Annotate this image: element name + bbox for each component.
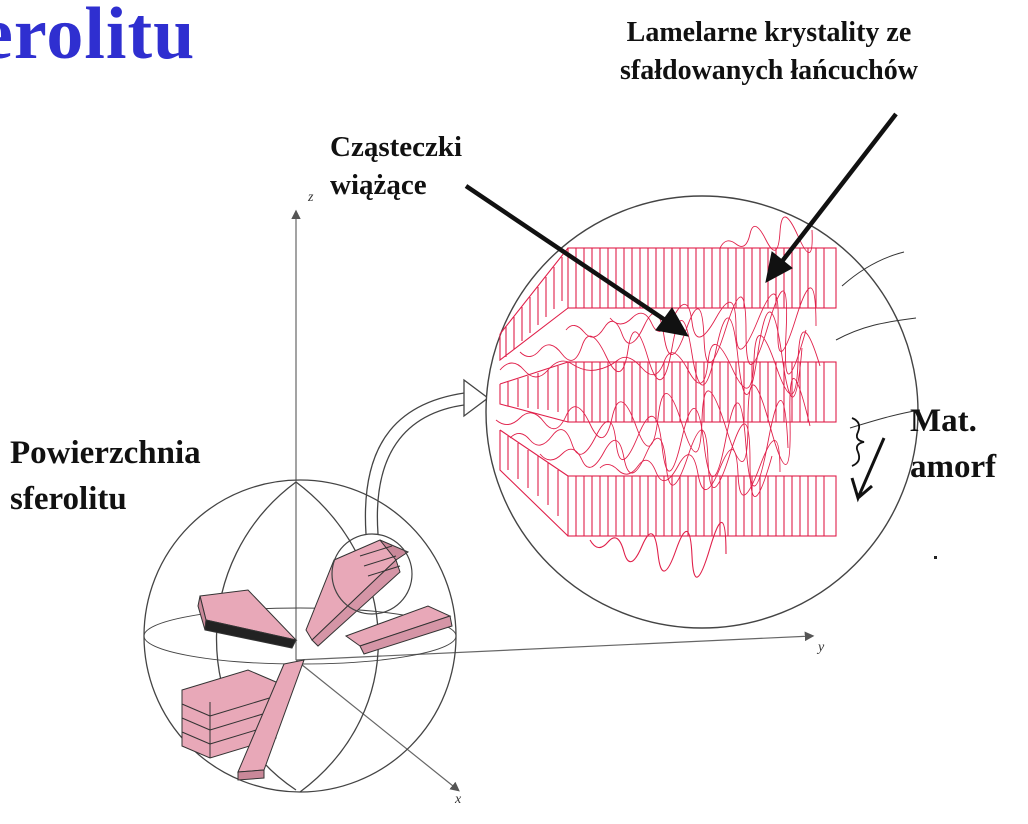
y-axis-label: y [818, 640, 824, 656]
tie-label-line1: Cząsteczki [330, 128, 462, 166]
amorphous-material-label: Mat. amorf [910, 398, 996, 490]
x-axis [296, 660, 458, 790]
surface-label-line1: Powierzchnia [10, 430, 201, 476]
tie-molecules-label: Cząsteczki wiążące [330, 128, 462, 204]
surface-label-line2: sferolitu [10, 476, 201, 522]
amorph-label-line1: Mat. [910, 398, 996, 444]
lamellar-label-line2: sfałdowanych łańcuchów [620, 52, 918, 90]
lamellar-label-line1: Lamelarne krystality ze [620, 14, 918, 52]
tie-label-line2: wiążące [330, 166, 462, 204]
amorph-label-line2: amorf [910, 444, 996, 490]
zoom-arrow [365, 380, 488, 534]
magnified-view [486, 196, 920, 628]
spherulite-surface-label: Powierzchnia sferolitu [10, 430, 201, 522]
lamellar-crystallites-label: Lamelarne krystality ze sfałdowanych łań… [620, 14, 918, 90]
x-axis-label: x [455, 792, 461, 808]
page-title: erolitu [0, 0, 195, 77]
lamellar-arrow [780, 114, 896, 264]
stray-dot [934, 556, 937, 559]
z-axis-label: z [308, 190, 313, 206]
